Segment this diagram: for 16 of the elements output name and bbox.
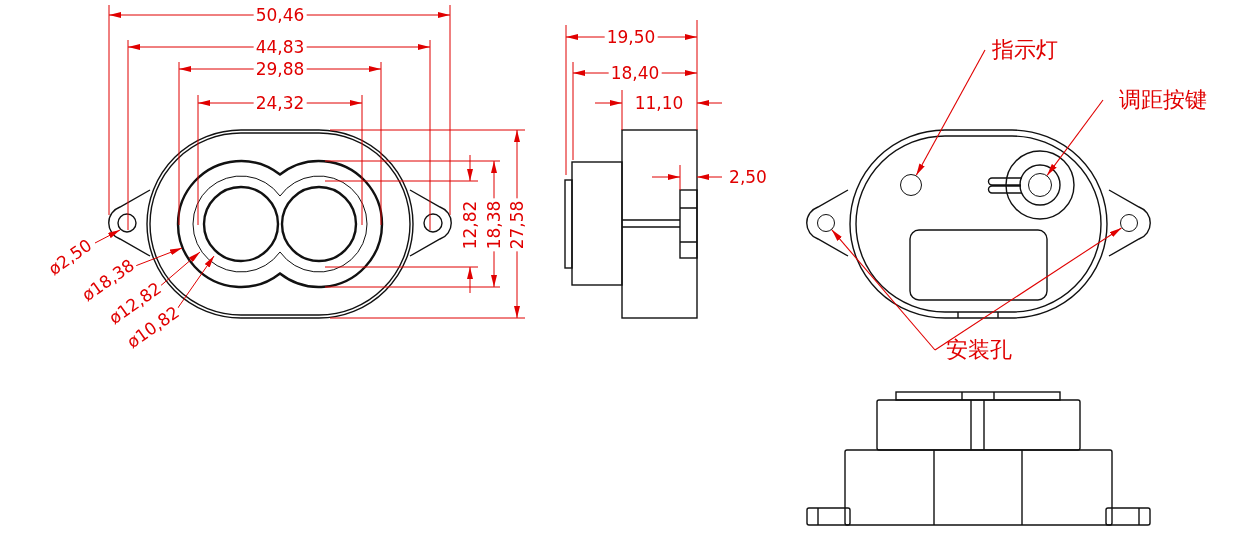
dimension-value: 27,58 xyxy=(508,198,526,252)
dimension-value: 18,38 xyxy=(485,198,503,252)
leader-line xyxy=(934,227,1122,351)
dimension-value: 18,40 xyxy=(608,64,662,82)
callout-label: 调距按键 xyxy=(1103,85,1223,115)
dimension-value: 2,50 xyxy=(727,168,769,186)
dimension-value: 44,83 xyxy=(253,38,307,56)
callout-label: 指示灯 xyxy=(985,35,1065,65)
dimension-value: 19,50 xyxy=(604,28,658,46)
leader-line xyxy=(831,229,936,351)
dimension-value: 50,46 xyxy=(253,6,307,24)
leader-line xyxy=(1046,99,1104,176)
dimension-value: 24,32 xyxy=(253,94,307,112)
callout-label: 安装孔 xyxy=(935,335,1023,365)
dimension-value: 29,88 xyxy=(253,60,307,78)
leader-line xyxy=(915,49,986,176)
